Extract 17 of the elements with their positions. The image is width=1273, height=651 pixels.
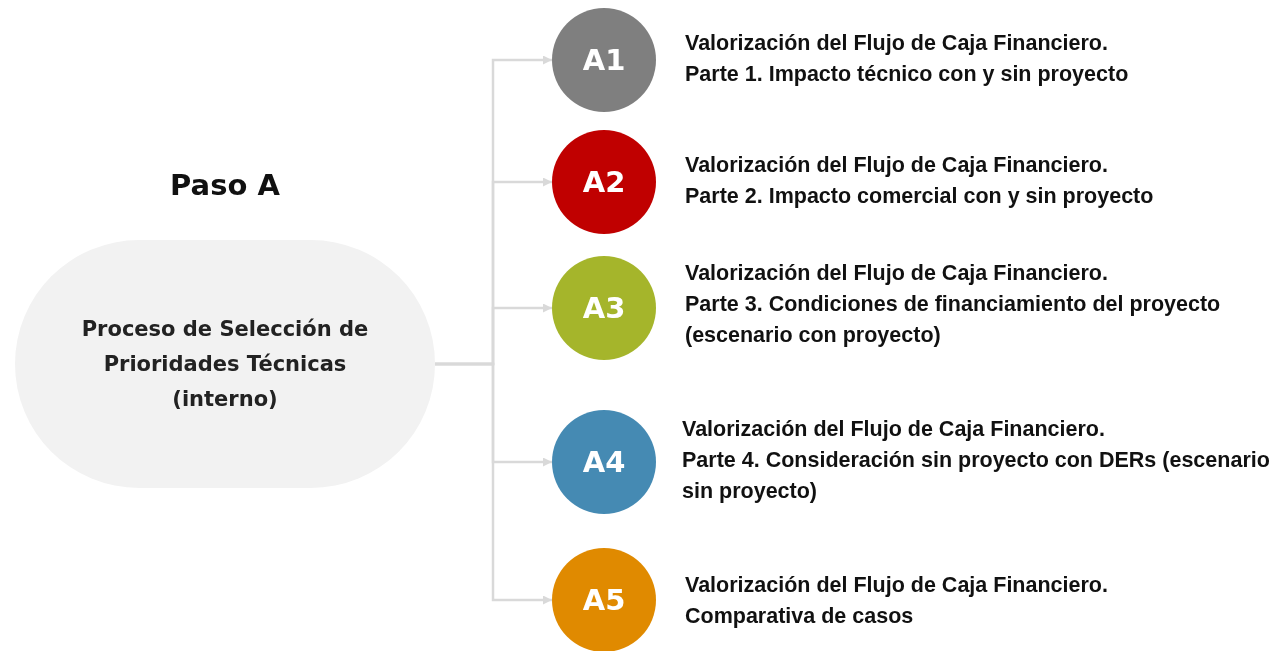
step-description: Valorización del Flujo de Caja Financiero.: [685, 30, 1109, 57]
step-code: A3: [582, 291, 626, 325]
step-description: Parte 1. Impacto técnico con y sin proyecto: [685, 61, 1130, 88]
step-description: Valorización del Flujo de Caja Financiero.: [685, 572, 1109, 599]
step-description: Parte 2. Impacto comercial con y sin proyecto: [685, 183, 1155, 210]
step-description: Valorización del Flujo de Caja Financiero.: [685, 152, 1109, 179]
step-description: Parte 4. Consideración sin proyecto con DERs (escenario sin proyecto): [682, 447, 1270, 505]
step-code: A4: [582, 445, 626, 479]
step-code: A5: [582, 583, 626, 617]
step-code: A2: [582, 165, 626, 199]
step-code: A1: [582, 43, 626, 77]
process-label: Proceso de Selección de Prioridades Técnicas (interno): [80, 315, 370, 413]
step-description: Parte 3. Condiciones de financiamiento del proyecto (escenario con proyecto): [685, 291, 1222, 349]
step-description: Comparativa de casos: [685, 603, 915, 630]
step-description: Valorización del Flujo de Caja Financiero.: [685, 260, 1109, 287]
step-heading: Paso A: [169, 168, 281, 202]
step-description: Valorización del Flujo de Caja Financiero.: [682, 416, 1106, 443]
